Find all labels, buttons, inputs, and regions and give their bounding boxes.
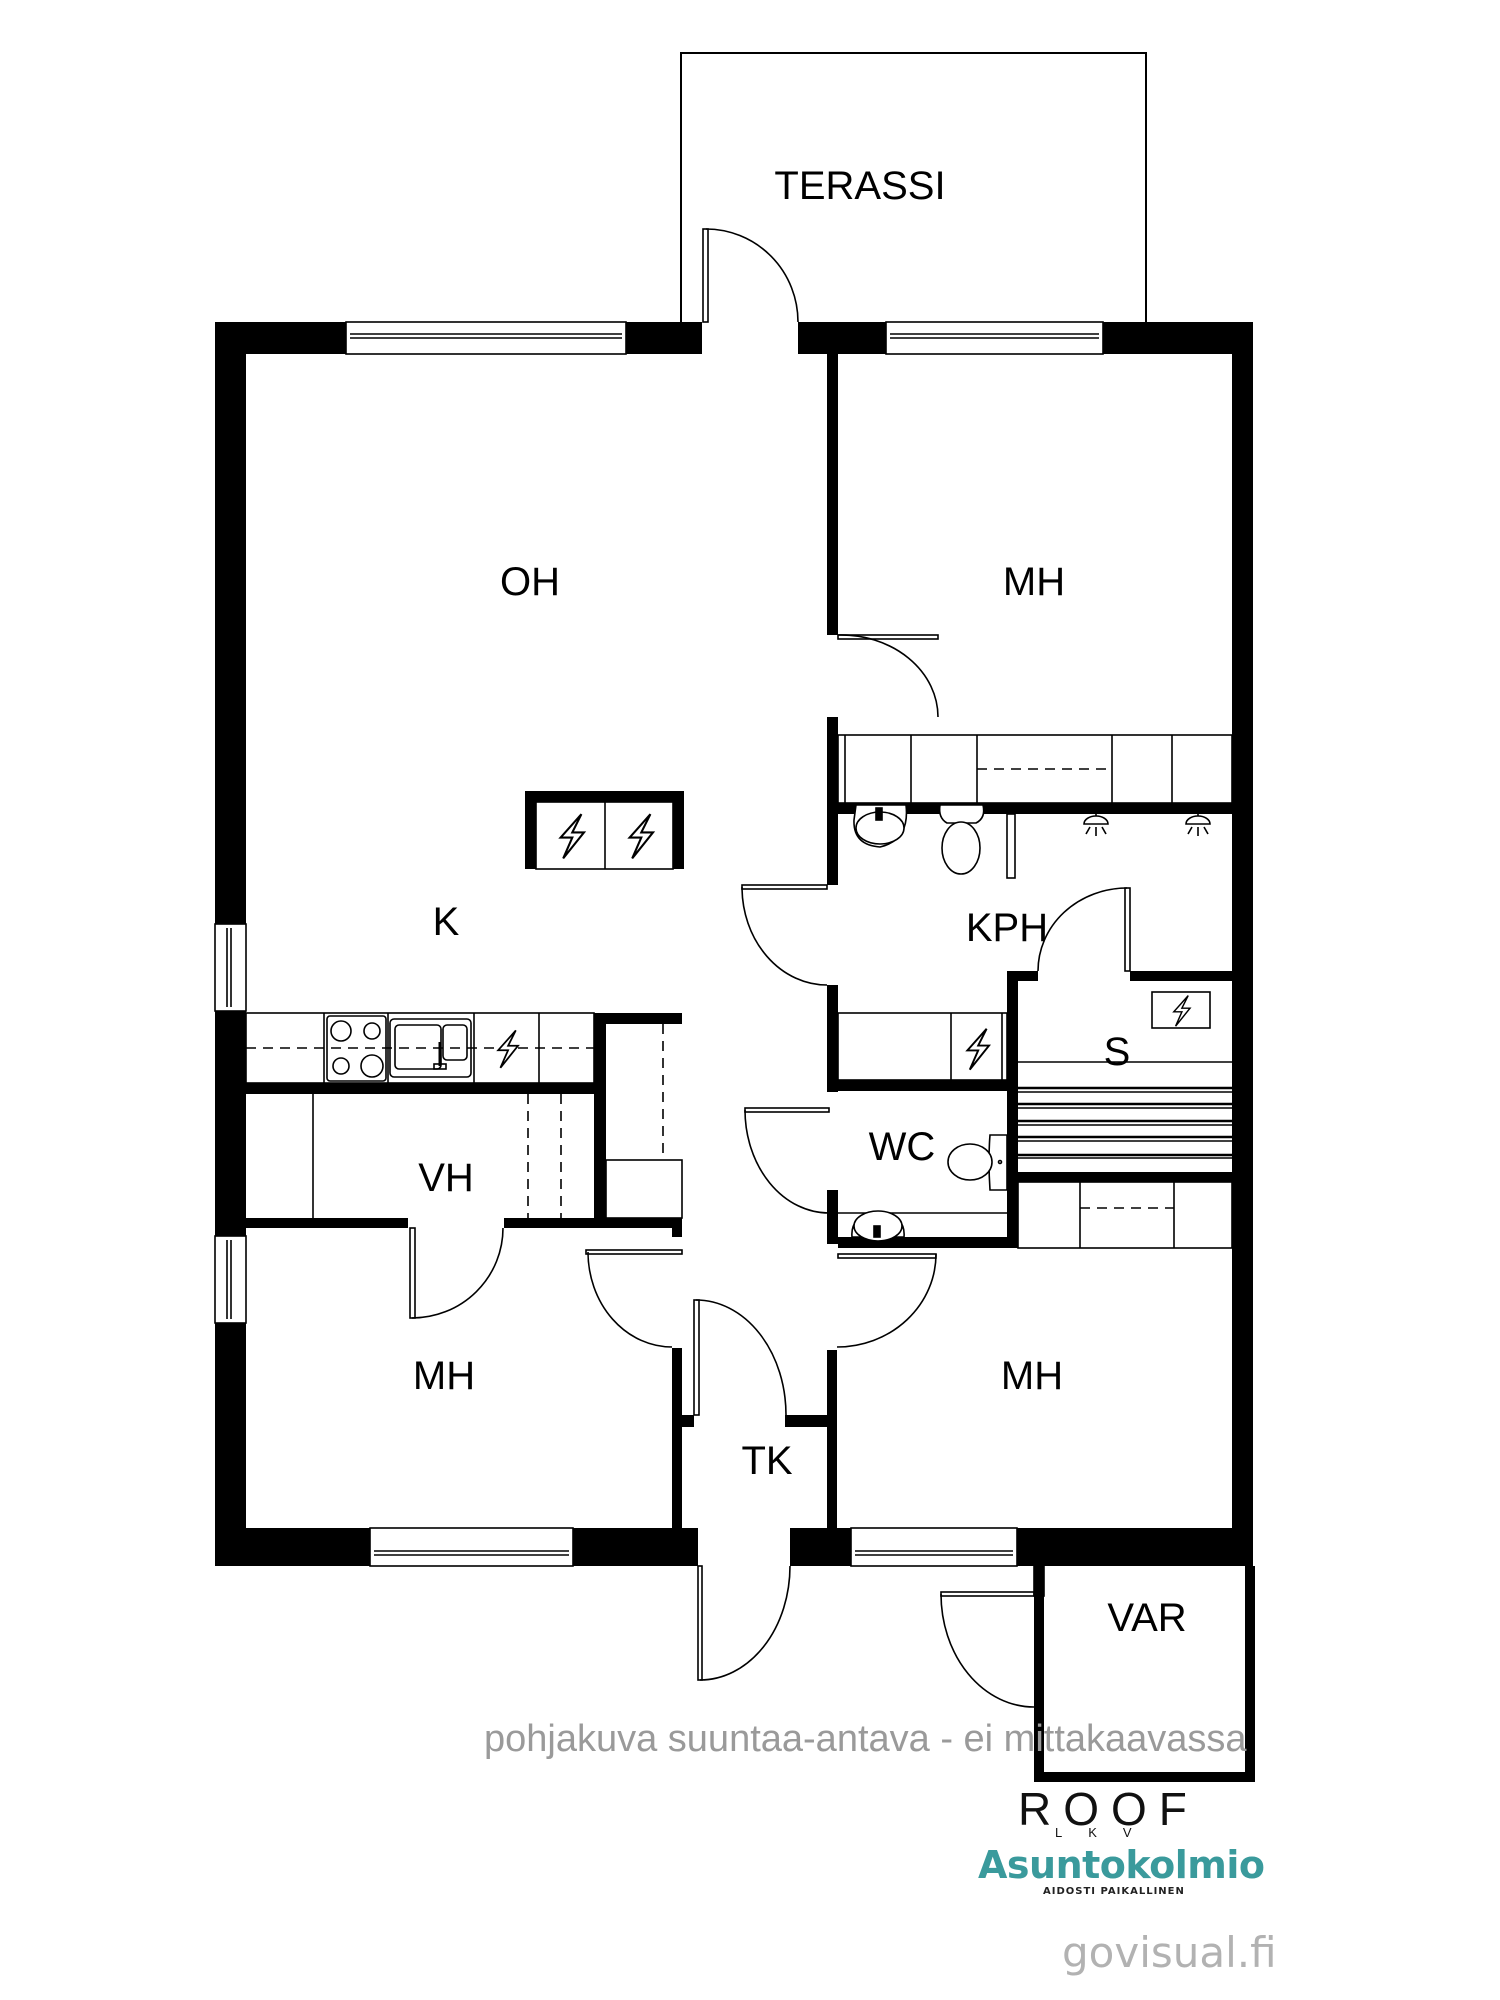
bathroom-fixtures <box>853 804 1211 879</box>
doors <box>409 228 1131 1708</box>
room-label-living-room: OH <box>500 560 560 604</box>
credit-text: govisual.fi <box>1062 1928 1277 1977</box>
walk-in-closet-shelves <box>312 1094 562 1218</box>
sauna-benches <box>1018 991 1232 1159</box>
wc-fixtures <box>838 1134 1008 1242</box>
room-label-kitchen: K <box>432 900 460 944</box>
roof-logo-sub: LKV <box>1055 1825 1158 1840</box>
roof-logo: ROOF <box>1018 1783 1199 1835</box>
room-label-utility-room: TK <box>741 1439 793 1483</box>
corridor-closet <box>605 1024 683 1219</box>
lightning-icon <box>1173 994 1191 1027</box>
asuntokolmio-tagline: AIDOSTI PAIKALLINEN <box>1043 1886 1185 1897</box>
asuntokolmio-logo: Asuntokolmio <box>978 1843 1265 1887</box>
kitchen-counter <box>245 1012 595 1084</box>
kitchen-island <box>535 801 674 870</box>
scale-disclaimer: pohjakuva suuntaa-antava - ei mittakaava… <box>484 1718 1247 1760</box>
wardrobe-top-right <box>837 734 1233 804</box>
room-label-sauna: S <box>1103 1030 1131 1074</box>
bathroom-counter <box>837 1012 1008 1081</box>
room-label-bathroom: KPH <box>965 906 1049 950</box>
room-label-toilet: WC <box>868 1125 936 1169</box>
outer-walls <box>215 322 1253 1566</box>
room-label-bedroom-bottom-left: MH <box>412 1354 476 1398</box>
room-label-bedroom-top-right: MH <box>1002 560 1066 604</box>
lightning-icon <box>966 1027 990 1071</box>
wardrobe-bottom-right <box>1017 1181 1233 1249</box>
windows <box>214 321 1104 1567</box>
room-label-bedroom-bottom-right: MH <box>1000 1354 1064 1398</box>
terrace-outline <box>680 52 1147 322</box>
room-label-terrace: TERASSI <box>774 164 946 208</box>
room-label-walk-in-closet: VH <box>418 1156 474 1200</box>
room-label-storage: VAR <box>1107 1596 1187 1640</box>
lightning-icon <box>497 1029 519 1069</box>
